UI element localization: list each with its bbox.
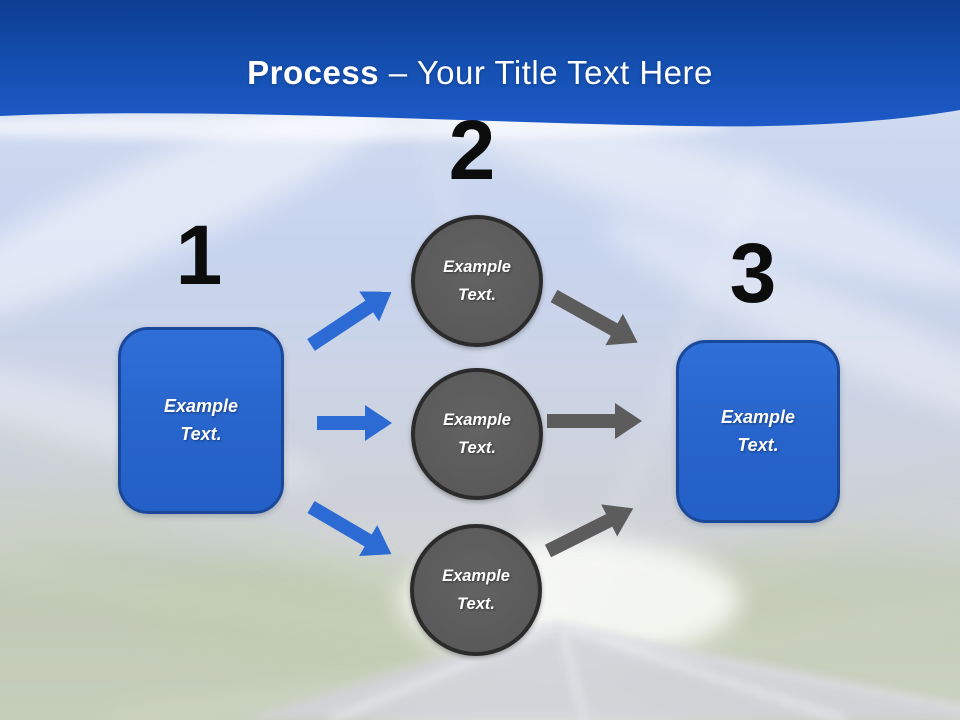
process-step-2-circle-bottom-label: Example Text.	[442, 566, 510, 613]
page-title: Process – Your Title Text Here	[0, 54, 960, 92]
process-step-2-circle-bottom: Example Text.	[410, 524, 542, 656]
process-step-3-label: Example Text.	[720, 406, 796, 455]
step-number-3: 3	[729, 226, 777, 320]
road	[240, 622, 960, 720]
page-title-bold: Process	[247, 54, 380, 91]
process-step-2-circle-middle: Example Text.	[411, 368, 543, 500]
process-step-1-label: Example Text.	[163, 395, 239, 444]
process-step-2-circle-top-label: Example Text.	[443, 257, 511, 304]
page-title-rest: – Your Title Text Here	[379, 54, 713, 91]
arrow-blue-top	[307, 291, 392, 351]
step-number-1: 1	[175, 208, 223, 302]
step-number-2: 2	[448, 103, 496, 197]
process-step-2-circle-top: Example Text.	[411, 215, 543, 347]
arrow-gray-top	[550, 289, 638, 346]
arrow-gray-bottom	[544, 504, 634, 558]
arrow-blue-bottom	[307, 500, 392, 557]
process-step-1-box: Example Text.	[118, 327, 284, 514]
process-step-2-circle-middle-label: Example Text.	[443, 410, 511, 457]
process-step-3-box: Example Text.	[676, 340, 840, 523]
